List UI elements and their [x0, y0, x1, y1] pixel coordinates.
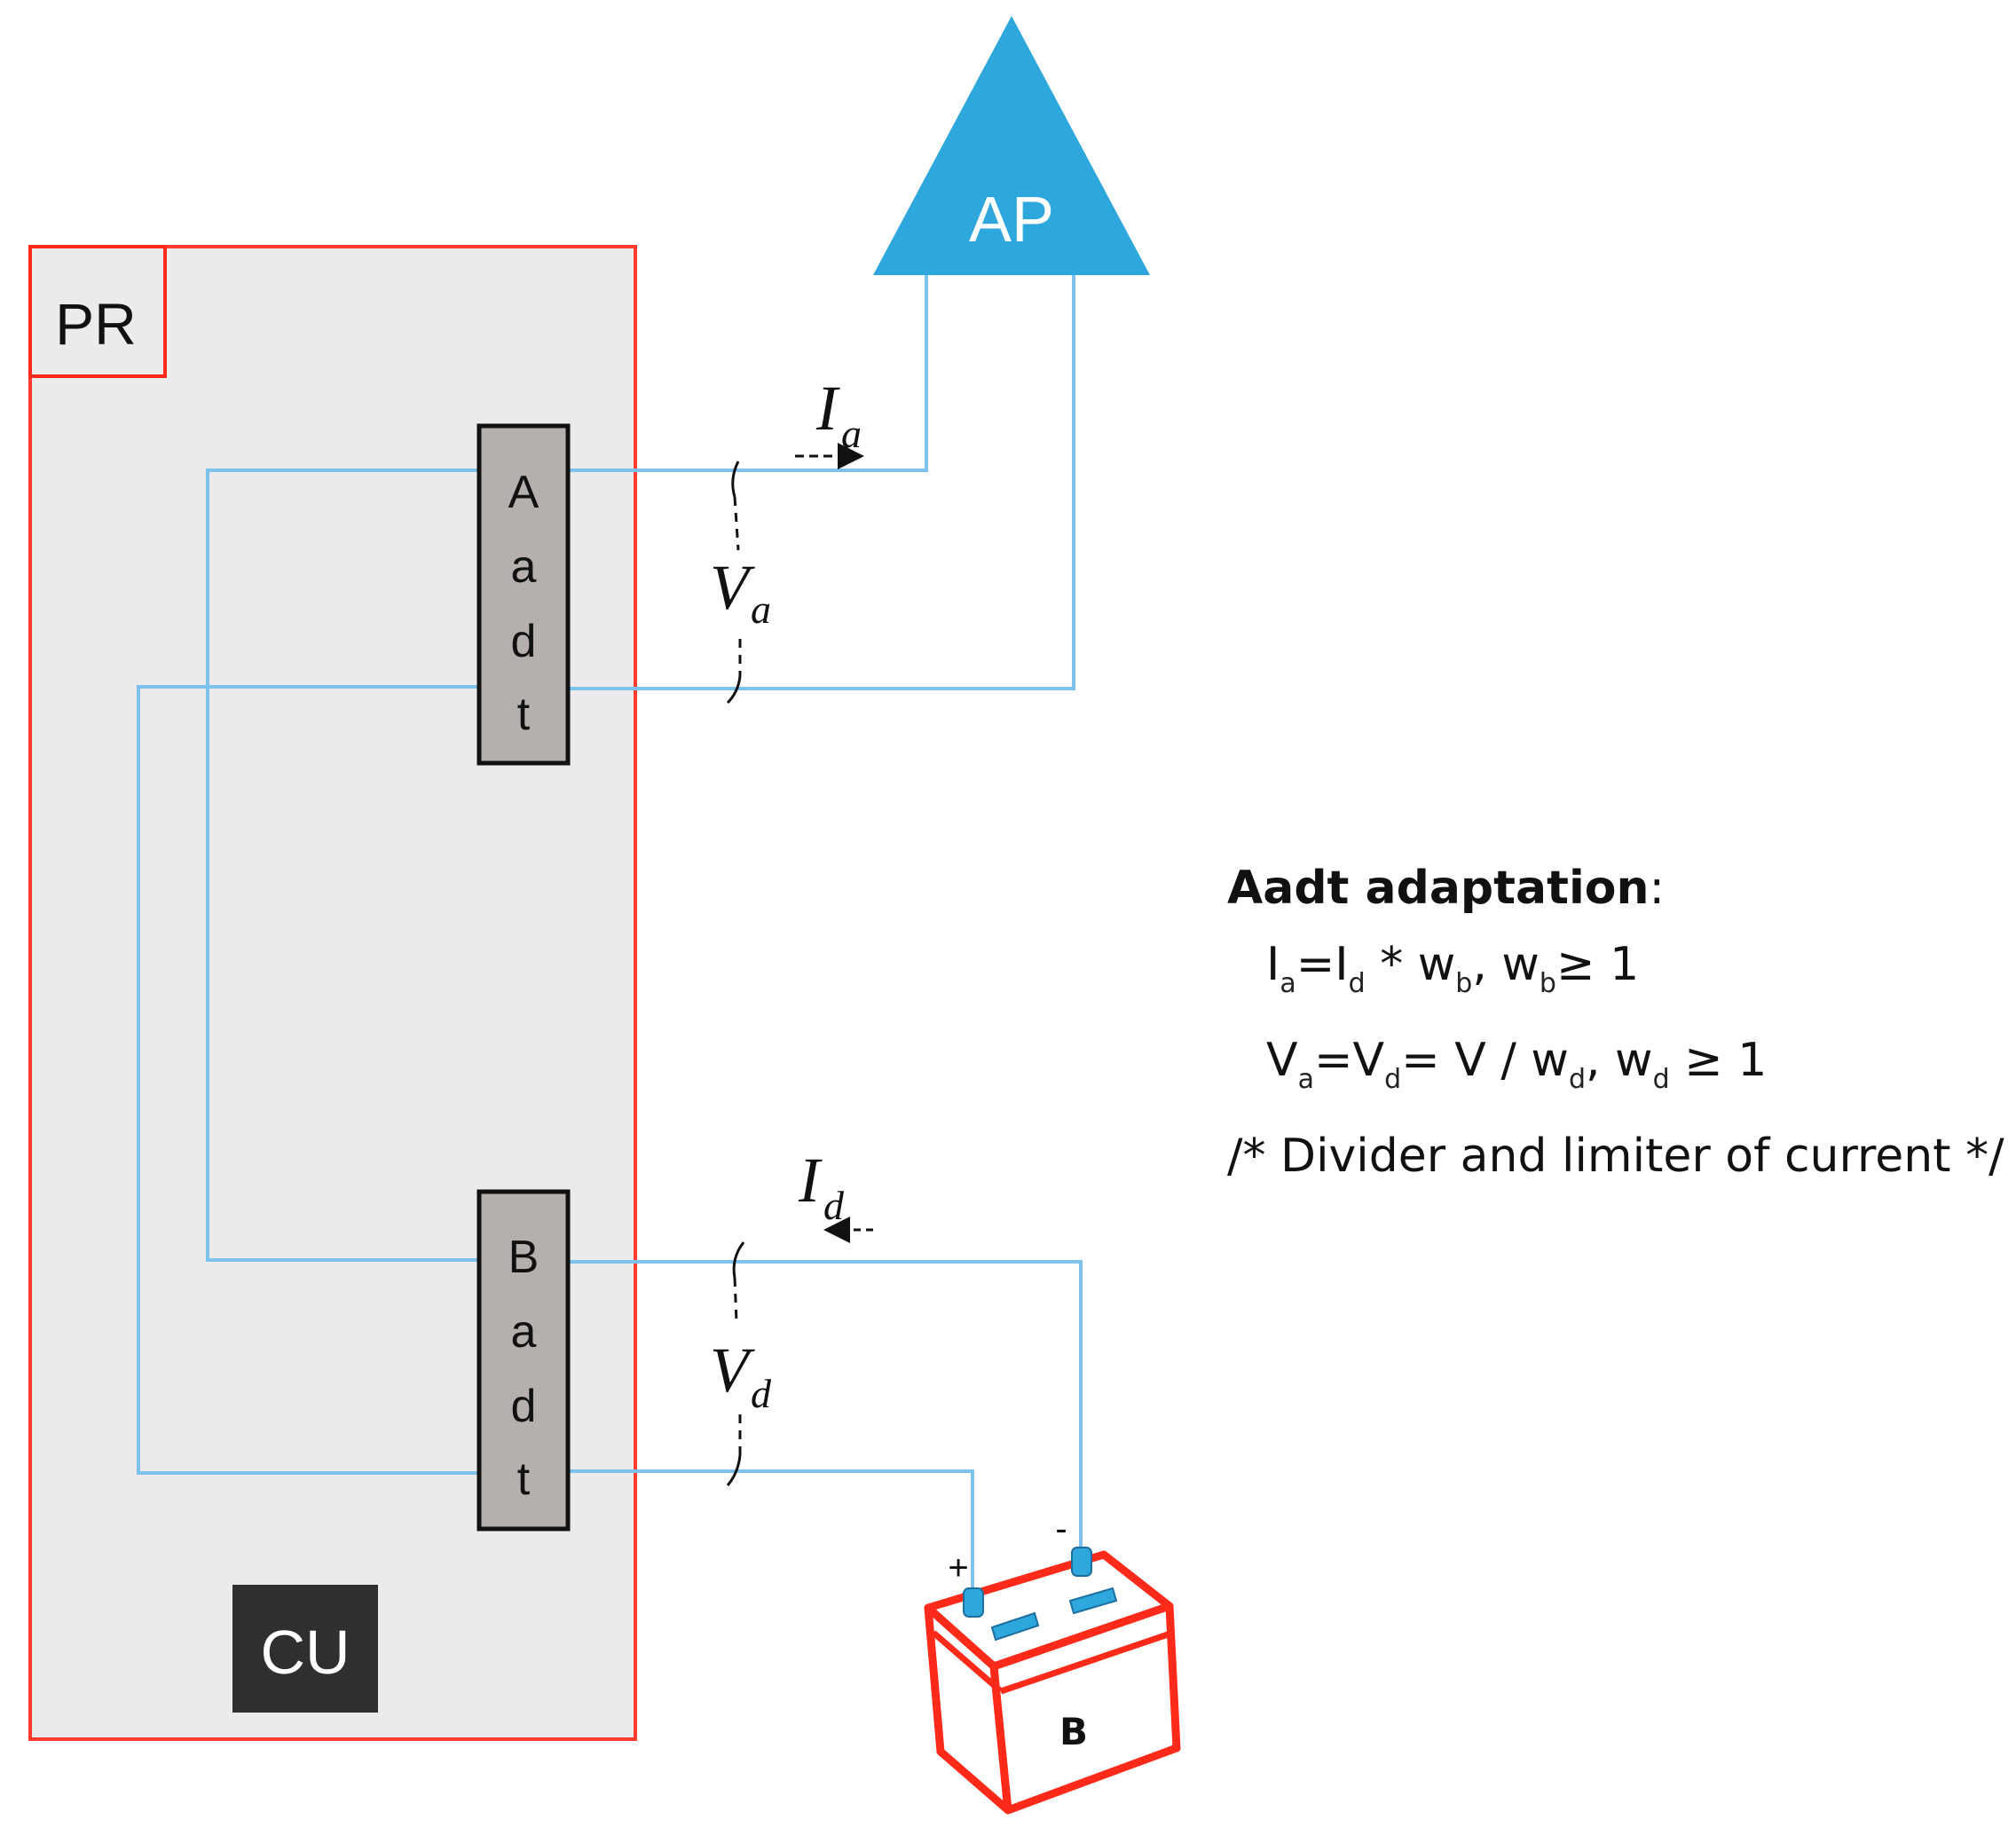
note-line-1: Ia=Id * wb, wb≥ 1 [1266, 938, 1640, 999]
adapter-a-letter: a [511, 541, 537, 593]
battery-terminal-minus [1071, 1547, 1092, 1577]
adaptation-note: Aadt adaptation: Ia=Id * wb, wb≥ 1 Va=Vd… [1227, 850, 2008, 1194]
adapter-b-letter: B [508, 1232, 539, 1283]
note-line-3: /* Divider and limiter of current */ [1227, 1130, 2004, 1183]
battery-side [989, 1602, 1181, 1815]
wire-a-top-left [206, 469, 481, 1262]
adapter-b-letter: d [511, 1381, 537, 1432]
battery-vent [1068, 1587, 1118, 1615]
wire-a-bottom-left [137, 685, 481, 1475]
adapter-a-letters: A a d t [508, 467, 539, 740]
note-title-line: Aadt adaptation: [1227, 850, 2008, 926]
ap-label: AP [969, 185, 1054, 256]
note-title: Aadt adaptation [1227, 862, 1650, 915]
cu-label: CU [260, 1618, 350, 1687]
adapter-b [476, 1189, 571, 1532]
ap-antenna [873, 16, 1150, 275]
adapter-b-letters: B a d t [508, 1232, 539, 1505]
adapter-b-letter: a [511, 1306, 537, 1358]
wire-b-to-battery-minus [568, 1260, 1083, 1558]
vd-label: Vd [710, 1335, 772, 1416]
battery: + - B [924, 1509, 1181, 1815]
pr-label-box [28, 245, 167, 378]
note-line-2: Va=Vd= V / wd, wd ≥ 1 [1266, 1034, 1768, 1095]
adapter-b-letter: t [517, 1453, 531, 1505]
wire-a-to-ap-2 [568, 275, 1075, 690]
adapter-a-letter: d [511, 616, 537, 667]
cu-block [232, 1585, 378, 1713]
battery-minus-label: - [1055, 1509, 1067, 1548]
battery-terminal-plus [963, 1587, 984, 1618]
adapter-a-letter: A [508, 467, 539, 518]
id-label: Id [798, 1145, 845, 1228]
battery-label: B [1059, 1710, 1088, 1753]
wire-a-to-ap-1 [568, 275, 928, 472]
battery-plus-label: + [948, 1548, 968, 1587]
adapter-a-letter: t [517, 689, 531, 740]
wire-b-to-battery-plus [568, 1469, 974, 1592]
va-label: Va [710, 552, 771, 632]
adapter-a [476, 423, 571, 766]
vd-indicator [726, 1241, 745, 1486]
pr-label: PR [55, 291, 137, 357]
va-indicator [726, 461, 742, 705]
battery-vent [990, 1611, 1040, 1642]
ia-label: Ia [815, 373, 862, 456]
note-title-suffix: : [1649, 862, 1666, 915]
